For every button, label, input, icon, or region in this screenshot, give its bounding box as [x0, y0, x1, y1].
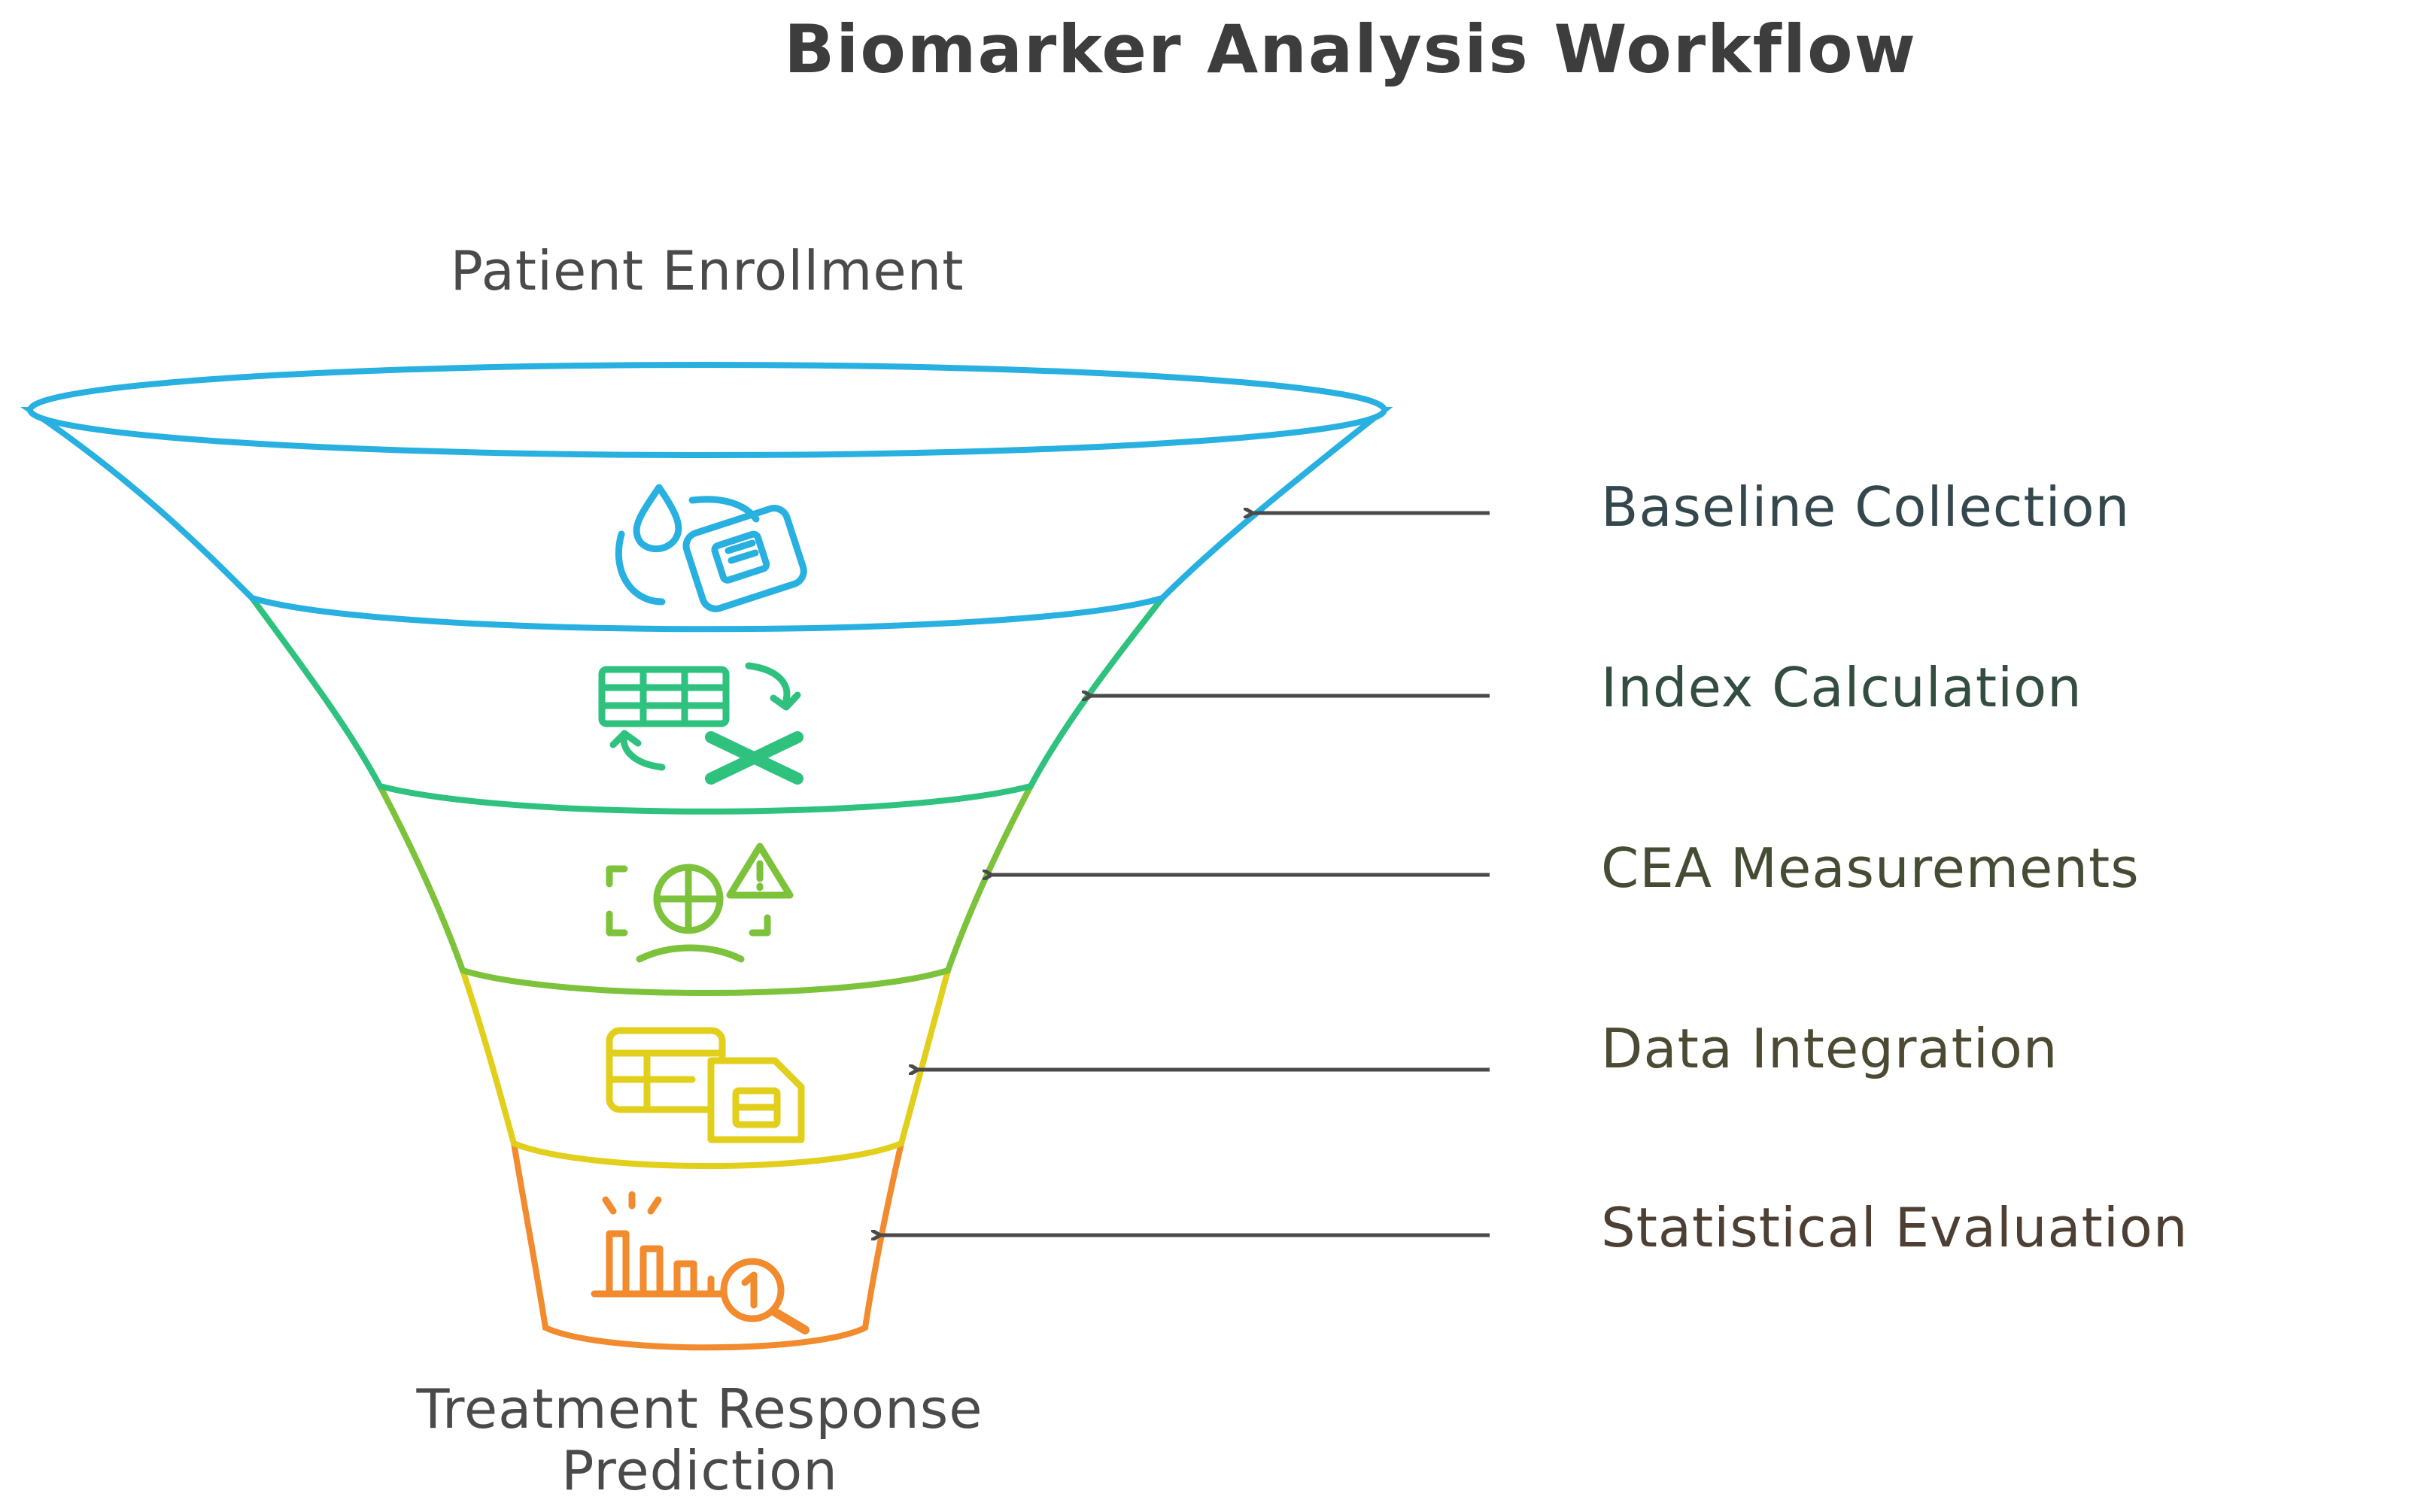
- bottom-label-treatment-response: Treatment Response Prediction: [248, 1378, 1151, 1501]
- bar-chart-search-icon: [591, 1191, 810, 1334]
- funnel-section-baseline-collection: [20, 407, 1393, 633]
- page-title: Biomarker Analysis Workflow: [784, 11, 1917, 88]
- funnel-top-rim: [27, 362, 1387, 458]
- data-tables-icon: [606, 1027, 805, 1143]
- stage-label-index-calculation: Index Calculation: [1601, 656, 2082, 719]
- bottom-label-line-2: Prediction: [561, 1439, 838, 1502]
- measurement-alert-icon: [606, 843, 794, 963]
- blood-sample-device-icon: [615, 484, 807, 612]
- stage-label-cea-measurements: CEA Measurements: [1601, 836, 2140, 900]
- bottom-label-line-1: Treatment Response: [416, 1377, 983, 1441]
- funnel-section-statistical-evaluation: [510, 1140, 906, 1351]
- stage-label-baseline-collection: Baseline Collection: [1601, 475, 2131, 539]
- stage-label-statistical-evaluation: Statistical Evaluation: [1601, 1196, 2189, 1259]
- top-label-patient-enrollment: Patient Enrollment: [450, 239, 964, 302]
- spreadsheet-calculation-icon: [598, 662, 803, 785]
- stage-label-data-integration: Data Integration: [1601, 1017, 2058, 1080]
- funnel-section-data-integration: [458, 967, 952, 1169]
- funnel-section-cea-measurements: [375, 783, 1036, 996]
